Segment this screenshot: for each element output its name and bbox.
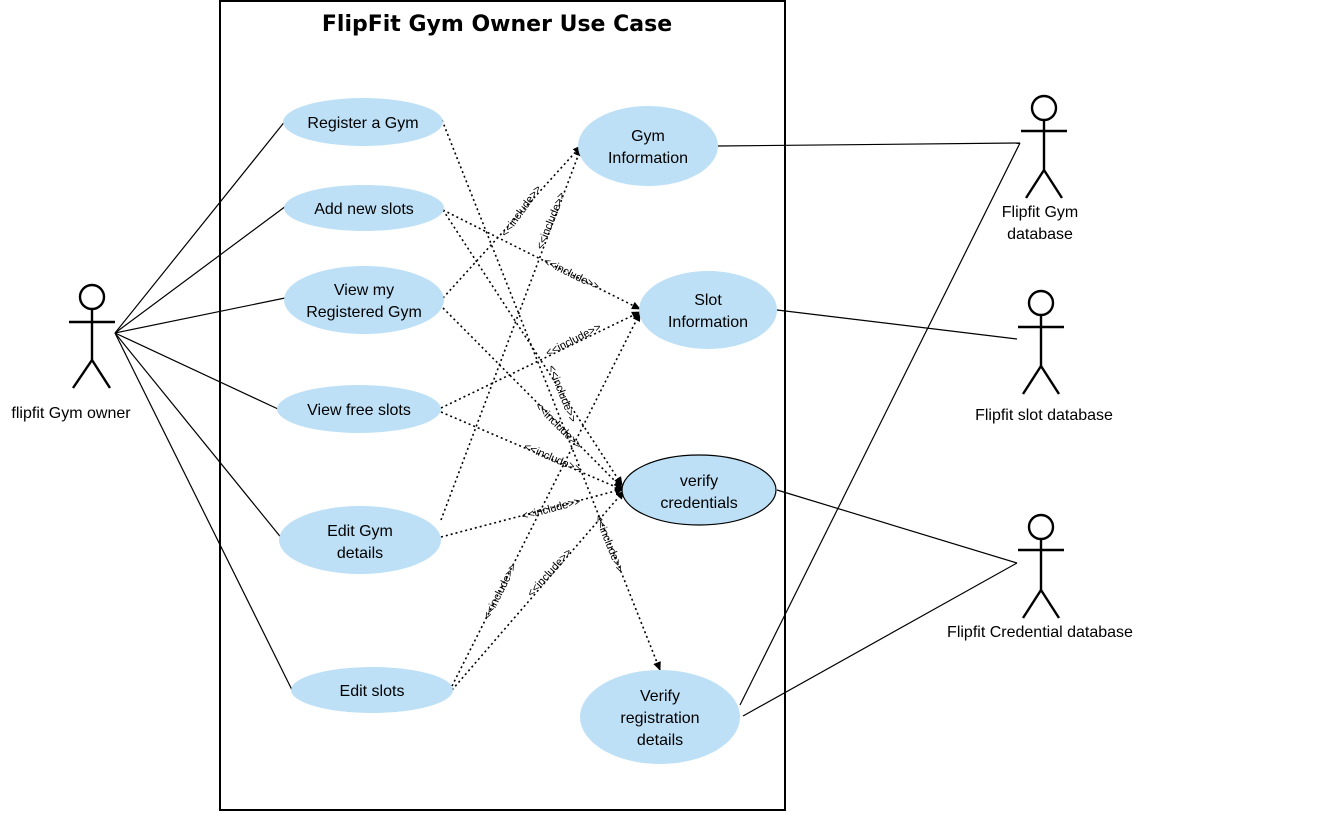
use-case-add-slots[interactable]: Add new slots <box>284 185 444 231</box>
include-edit-slots-verify-credentials <box>451 490 625 691</box>
assoc-verify-registration-gym-db <box>739 142 1021 706</box>
assoc-verify-registration-cred-db <box>742 562 1018 717</box>
stick-figure-icon <box>1018 513 1064 619</box>
assoc-gym-info-gym-db <box>717 142 1021 147</box>
assoc-owner-view-gym <box>114 297 286 334</box>
use-case-label: Add new slots <box>314 201 414 218</box>
include-edit-gym-verify-credentials <box>440 487 624 538</box>
include-view-gym-verify-credentials <box>442 307 623 489</box>
assoc-owner-edit-slots <box>114 332 293 691</box>
use-case-slot-information[interactable]: Slot Information <box>639 271 777 349</box>
include-dependencies <box>440 119 661 691</box>
include-add-slots-slot-info <box>442 209 641 310</box>
use-case-label: Registered Gym <box>306 304 422 321</box>
actor-label: Flipfit Credential database <box>947 624 1133 641</box>
use-case-view-free-slots[interactable]: View free slots <box>277 385 441 433</box>
use-case-label: Edit Gym <box>327 523 393 540</box>
use-case-register-gym[interactable]: Register a Gym <box>283 98 443 146</box>
actor-credential-database: Flipfit Credential database <box>947 513 1133 641</box>
assoc-owner-edit-gym <box>114 332 284 541</box>
use-case-verify-credentials[interactable]: verify credentials <box>621 454 777 526</box>
include-label: <<include>> <box>520 495 582 522</box>
include-label: <<include>> <box>534 191 568 252</box>
use-case-verify-registration-details[interactable]: Verify registration details <box>580 670 740 764</box>
assoc-owner-view-free-slots <box>114 332 279 410</box>
stick-figure-icon <box>1018 289 1064 395</box>
use-case-label: Gym <box>631 128 665 145</box>
include-label: <<include>> <box>541 256 601 293</box>
actor-label: database <box>1007 226 1073 243</box>
include-label: <<include>> <box>499 183 544 239</box>
use-case-gym-information[interactable]: Gym Information <box>578 106 718 186</box>
use-case-label: Edit slots <box>340 683 405 700</box>
include-view-free-slots-slot-info <box>440 311 641 409</box>
actor-gym-owner: flipfit Gym owner <box>11 283 131 422</box>
use-case-label: Information <box>668 314 748 331</box>
system-boundary <box>219 0 786 811</box>
include-label: <<include>> <box>481 562 519 621</box>
use-case-label: details <box>637 732 683 749</box>
actor-label: Flipfit slot database <box>975 407 1113 424</box>
include-edit-gym-gym-info <box>440 147 582 521</box>
use-case-label: View my <box>334 282 394 299</box>
use-case-view-registered-gym[interactable]: View my Registered Gym <box>284 266 444 334</box>
use-case-label: details <box>337 545 383 562</box>
use-case-label: Verify <box>640 688 680 705</box>
include-view-free-slots-verify-credentials <box>440 411 624 491</box>
assoc-owner-add-slots <box>114 205 287 334</box>
owner-associations <box>114 119 293 691</box>
include-label: <<include>> <box>544 321 603 359</box>
stick-figure-icon <box>1021 94 1067 199</box>
stick-figure-icon <box>69 283 115 389</box>
use-case-label: credentials <box>660 495 737 512</box>
assoc-verify-credentials-cred-db <box>776 489 1018 564</box>
use-case-label: Information <box>608 150 688 167</box>
include-view-gym-gym-info <box>442 145 582 299</box>
use-case-edit-slots[interactable]: Edit slots <box>291 667 453 713</box>
assoc-owner-register-gym <box>114 119 287 334</box>
include-label: <<include>> <box>532 400 583 451</box>
use-case-label: Register a Gym <box>307 115 418 132</box>
include-label: <<include>> <box>592 514 626 575</box>
actor-label: Flipfit Gym <box>1002 204 1078 221</box>
diagram-title: FlipFit Gym Owner Use Case <box>322 12 672 37</box>
actor-label: flipfit Gym owner <box>11 405 131 422</box>
actor-slot-database: Flipfit slot database <box>975 289 1113 424</box>
database-associations <box>717 142 1021 717</box>
use-case-edit-gym-details[interactable]: Edit Gym details <box>279 506 441 574</box>
assoc-slot-info-slot-db <box>776 309 1018 340</box>
include-register-gym-verify-registration <box>441 119 661 671</box>
include-label: <<include>> <box>525 546 574 599</box>
include-labels: <<include>> <<include>> <<include>> <<in… <box>481 183 625 621</box>
use-case-label: Slot <box>694 292 722 309</box>
use-case-label: registration <box>620 710 699 727</box>
actor-gym-database: Flipfit Gym database <box>1002 94 1078 243</box>
use-case-label: verify <box>680 473 718 490</box>
use-case-label: View free slots <box>307 402 411 419</box>
